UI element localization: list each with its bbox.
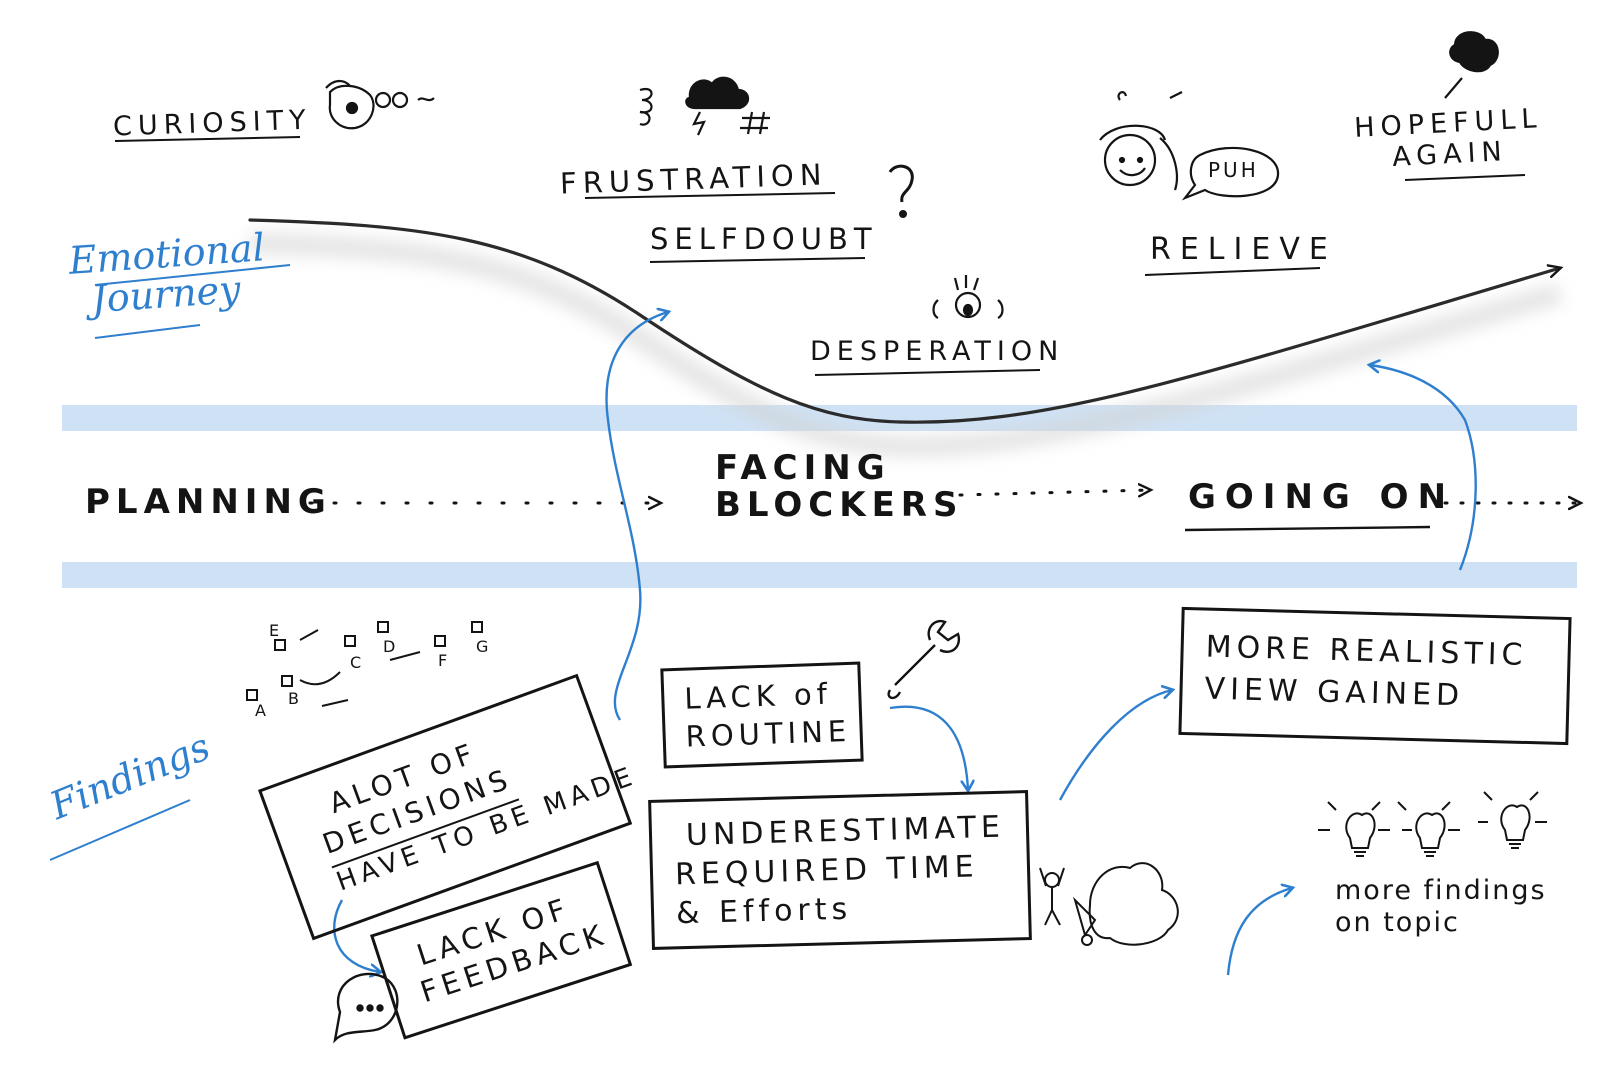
- arrow-routine-to-underestimate: [889, 705, 968, 790]
- screaming-face-icon: [932, 275, 1004, 319]
- arrow-to-more-findings: [1226, 888, 1292, 976]
- arrow-decisions-to-feedback: [333, 899, 380, 972]
- phase-planning: PLANNING: [85, 482, 332, 522]
- finding-routine-text: LACK of ROUTINE: [684, 675, 852, 756]
- dog-face-icon: [325, 79, 435, 130]
- phase-facing-line2: BLOCKERS: [715, 485, 964, 526]
- more-findings-line1: more findings: [1335, 875, 1547, 906]
- arrow-going-on-to-journey: [1370, 365, 1477, 571]
- finding-routine-box: LACK of ROUTINE: [660, 661, 864, 769]
- finding-routine-line2: ROUTINE: [685, 713, 852, 754]
- speech-bubble-icon: [1181, 146, 1280, 201]
- more-findings-line2: on topic: [1335, 907, 1460, 939]
- phase-going-on: GOING ON: [1188, 477, 1456, 517]
- emotion-hopefull-line1: HOPEFULL: [1353, 103, 1544, 144]
- emotion-curiosity: CURIOSITY: [112, 104, 313, 143]
- decision-letter-b: B: [288, 689, 299, 708]
- decision-letter-d: D: [383, 637, 395, 656]
- emotional-journey-label: Emotional Journey: [67, 225, 268, 321]
- finding-realistic-text: MORE REALISTIC VIEW GAINED: [1204, 627, 1528, 719]
- emotion-relieve: RELIEVE: [1150, 232, 1337, 267]
- more-findings-note: more findings on topic: [1335, 875, 1547, 940]
- phase-band-bottom: [62, 562, 1577, 588]
- decision-letter-c: C: [350, 653, 361, 672]
- decision-letter-e: E: [269, 621, 279, 640]
- wrench-icon: [887, 619, 961, 700]
- arrow-underestimate-to-realistic: [1058, 690, 1172, 801]
- emotional-journey-curve: [248, 218, 1560, 424]
- lightbulb-icon: [1318, 801, 1390, 857]
- phase-facing-line1: FACING: [715, 448, 891, 488]
- lightbulb-icon: [1478, 791, 1547, 849]
- phase-arrow-facing: [958, 490, 1150, 495]
- emotion-selfdoubt: SELFDOUBT: [650, 222, 878, 256]
- lightbulb-icon: [1397, 801, 1460, 857]
- finding-underestimate-line3: & Efforts: [675, 891, 853, 932]
- emotion-desperation: DESPERATION: [810, 336, 1065, 367]
- phase-facing-blockers: FACING BLOCKERS: [715, 448, 964, 526]
- decision-tree-icon: [246, 621, 483, 707]
- decision-letter-a: A: [255, 701, 266, 720]
- arrow-decisions-to-journey: [605, 312, 668, 721]
- sweating-face-icon: [1099, 91, 1183, 191]
- finding-underestimate-box: UNDERESTIMATE REQUIRED TIME & Efforts: [648, 790, 1032, 950]
- speech-bubble-puh: PUH: [1208, 158, 1259, 182]
- question-mark-icon: [888, 164, 914, 218]
- balloon-icon: [1444, 31, 1499, 99]
- finding-underestimate-text: UNDERESTIMATE REQUIRED TIME & Efforts: [674, 808, 1008, 934]
- decision-letter-g: G: [476, 637, 488, 656]
- finding-routine-line1: LACK of: [683, 676, 833, 716]
- storm-cloud-icon: [639, 76, 770, 136]
- emotion-hopefull-again: HOPEFULL AGAIN: [1353, 103, 1545, 173]
- speech-bubble-icon: [333, 972, 399, 1044]
- finding-realistic-line2: VIEW GAINED: [1204, 671, 1465, 714]
- finding-realistic-box: MORE REALISTIC VIEW GAINED: [1178, 606, 1572, 746]
- person-pushing-boulder-icon: [1039, 862, 1179, 946]
- decision-letter-f: F: [438, 651, 447, 670]
